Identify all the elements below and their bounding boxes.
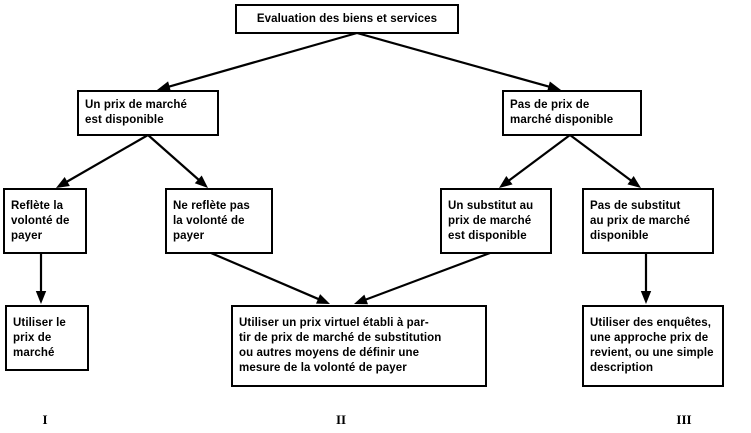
node-box-prix-marche-disponible [77,90,219,136]
node-box-utiliser-enquetes [582,305,724,387]
arrowhead-pas-prix-to-pas-substitut [627,176,641,188]
numeral-I: I [42,412,48,427]
node-box-utiliser-prix-virtuel [231,305,487,387]
arrowhead-prix-marche-to-ne-reflete [194,175,208,188]
connector-root-to-prix-marche [166,31,358,89]
arrowhead-pas-prix-to-substitut [499,176,513,188]
numeral-III: III [676,412,692,427]
node-box-reflete-volonte [3,188,87,254]
connector-substitut-to-prix-virtuel [362,251,491,302]
connector-prix-marche-to-ne-reflete [147,134,202,183]
node-box-pas-prix-marche [502,90,642,136]
arrowhead-ne-reflete-to-prix-virtuel [316,294,330,304]
arrowhead-substitut-to-prix-virtuel [354,294,368,305]
node-box-substitut-disponible [440,188,552,254]
box-outline-layer [3,4,724,387]
arrowhead-pas-substitut-to-enquetes [640,291,652,304]
node-box-evaluation-root [235,4,459,34]
connector-ne-reflete-to-prix-virtuel [210,251,322,302]
numeral-II: II [335,412,347,427]
arrowhead-root-to-pas-prix [547,81,561,92]
connector-pas-prix-to-pas-substitut [569,134,634,183]
connector-prix-marche-to-reflete [64,134,149,184]
arrowhead-reflete-to-utiliser-prix [35,291,47,304]
connector-layer [35,31,652,305]
node-box-utiliser-prix-marche [5,305,89,371]
arrowhead-prix-marche-to-reflete [56,177,70,188]
arrowhead-root-to-prix-marche [157,81,171,92]
node-box-pas-substitut [582,188,714,254]
connector-pas-prix-to-substitut [506,134,571,183]
connector-root-to-pas-prix [356,31,552,89]
node-box-ne-reflete-pas-volonte [165,188,273,254]
